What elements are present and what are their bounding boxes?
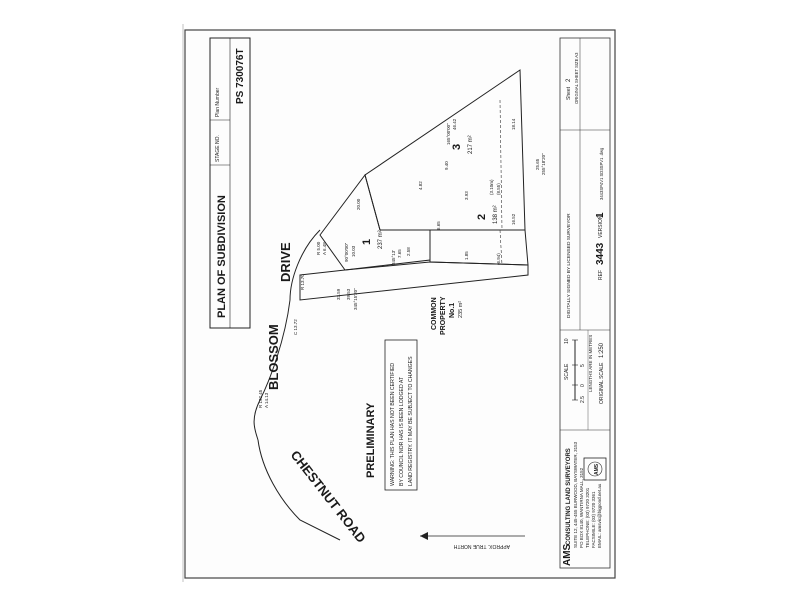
dim-walk-distance: 7.65 xyxy=(397,249,402,258)
common-property-line-2: PROPERTY xyxy=(440,296,447,335)
dim-curve-top: R 13.70 xyxy=(300,274,305,290)
dim-top-distance: 46.42 xyxy=(452,118,457,130)
dim-base-distance: 33.59 xyxy=(336,288,341,300)
north-arrow: APPROX. TRUE NORTH xyxy=(420,532,525,549)
sheet-border xyxy=(184,29,616,579)
version-label: VERSION xyxy=(598,215,604,238)
dim-lower-bearing: 255°18'20" xyxy=(541,153,546,175)
sheet-label: Sheet xyxy=(566,86,572,100)
dim-arc-r: R 5.00 xyxy=(316,241,321,255)
common-property-area: 235 m² xyxy=(458,301,464,318)
preliminary-heading: PRELIMINARY xyxy=(365,402,377,478)
company-address-1: SUITE 12, 445-455 BURWOOD, BAYSWATER, 31… xyxy=(573,441,578,548)
dim-curve-left-2: A 14.13 xyxy=(264,392,269,408)
dim-lower-distance: 25.65 xyxy=(535,158,540,170)
road-name-drive: DRIVE xyxy=(278,242,293,282)
company-address-3: TELEPHONE: (03) 9720 3201 xyxy=(585,487,590,548)
dim-curve-left-1: R 192.45 xyxy=(258,389,263,408)
preliminary-notice: PRELIMINARY WARNING: THIS PLAN HAS NOT B… xyxy=(365,339,418,491)
dim-2-58: 2.58 xyxy=(406,247,411,256)
north-arrow-head xyxy=(420,532,428,540)
company-address-5: EMAIL: amsvic@bigpond.net.au xyxy=(597,483,602,548)
lot-3-area: 217 m² xyxy=(468,135,474,154)
title-block: PLAN OF SUBDIVISION STAGE NO. Plan Numbe… xyxy=(209,37,251,329)
company-logo-text: AMS xyxy=(594,463,600,475)
dim-bearing-90: 90°00'00" xyxy=(344,242,349,262)
road-name-blossom: BLOSSOM xyxy=(266,324,281,390)
lot-1-number: 1 xyxy=(361,239,373,245)
sheet-value: 2 xyxy=(566,78,572,82)
lot-2-number: 2 xyxy=(476,214,488,220)
dim-base-bearing: 345°15'20" xyxy=(353,288,358,310)
original-scale-label: ORIGINAL SCALE xyxy=(599,362,605,404)
company-name: CONSULTING LAND SURVEYORS xyxy=(566,448,572,545)
dimension-labels: 165°00'00" 46.42 18.14 255°18'20" 25.65 … xyxy=(258,118,546,408)
dim-walk-bearing: 345°13' xyxy=(391,250,396,265)
info-strip: AMS CONSULTING LAND SURVEYORS SUITE 12, … xyxy=(559,37,611,569)
common-property-line-3: No.1 xyxy=(449,303,456,318)
warning-line-2: BY COUNCIL NOR HAS IS BEEN LODGED AT xyxy=(399,376,405,486)
dim-16-52: 16.52 xyxy=(511,213,516,225)
lot-3-number: 3 xyxy=(451,144,463,150)
signature-text: DIGITALLY SIGNED BY LICENSED SURVEYOR xyxy=(566,213,572,318)
scale-tick-2: 0 xyxy=(580,384,586,387)
common-property-line-1: COMMON xyxy=(431,297,438,330)
version-value: 1 xyxy=(595,212,606,218)
company-address-4: FACSIMILE: (03) 9720 3361 xyxy=(591,491,596,548)
scale-tick-1: 2.5 xyxy=(580,396,586,403)
dim-inner-distance: 20.00 xyxy=(356,198,361,210)
north-label: APPROX. TRUE NORTH xyxy=(453,543,510,549)
dim-9-40: 9.40 xyxy=(444,161,449,170)
lot-2-area: 138 m² xyxy=(493,205,499,224)
scale-bar xyxy=(572,339,578,401)
company-name-bold: AMS xyxy=(562,543,573,566)
scale-label: SCALE xyxy=(564,363,570,380)
warning-box xyxy=(384,339,418,491)
stage-label: STAGE NO. xyxy=(215,135,221,162)
sheet-size: ORIGINAL SHEET SIZE A3 xyxy=(574,52,579,104)
warning-line-3: LAND REGISTRY. IT MAY BE SUBJECT TO CHAN… xyxy=(408,356,414,486)
dim-base-distance2: 39.53 xyxy=(346,288,351,300)
dim-6-94: (6.94) xyxy=(496,253,501,265)
company-logo: AMS xyxy=(583,457,607,481)
scale-tick-3: 5 xyxy=(580,364,586,367)
dim-6-65: 6.65 xyxy=(436,221,441,230)
ref-value: 3443 xyxy=(595,242,606,265)
dim-10-03: 10.03 xyxy=(351,245,356,257)
dim-8-55: (8.55) xyxy=(496,183,501,195)
warning-line-1: WARNING: THIS PLAN HAS NOT BEEN CERTIFIE… xyxy=(390,363,396,486)
dim-top-bearing: 165°00'00" xyxy=(446,123,451,145)
plan-title: PLAN OF SUBDIVISION xyxy=(216,195,228,318)
blossom-drive-kerb xyxy=(253,229,321,441)
common-property-outline xyxy=(299,261,529,301)
dim-arc-a: A 6.48 xyxy=(322,242,327,255)
dim-3-93: 3.93 xyxy=(464,191,469,200)
scale-tick-4: 10 xyxy=(564,338,570,344)
lot-boundaries xyxy=(299,69,529,301)
lot-1-area: 237 m² xyxy=(378,230,384,249)
original-scale-value: 1:250 xyxy=(599,342,605,358)
dim-4-82: 4.82 xyxy=(418,181,423,190)
company-address-2: PO BOX 8140, WANTIRNA MALL, 3152 xyxy=(579,467,584,548)
scale-units: LENGTHS ARE IN METRES xyxy=(588,335,593,392)
dim-1-85: 1.85 xyxy=(464,251,469,260)
file-name: 3443SP4V1 SD3SPV1 .dwg xyxy=(599,147,604,200)
ref-label: REF xyxy=(598,270,604,280)
chestnut-road-kerb xyxy=(257,439,341,541)
dim-right-edge: 18.14 xyxy=(511,118,516,130)
dim-chord-curve: C 13.72 xyxy=(293,319,298,335)
plan-number-label: Plan Number xyxy=(215,87,221,117)
dashed-easements xyxy=(499,99,503,266)
plan-number: PS 730076T xyxy=(235,48,246,104)
dim-3-10: (3.10m) xyxy=(489,179,494,195)
